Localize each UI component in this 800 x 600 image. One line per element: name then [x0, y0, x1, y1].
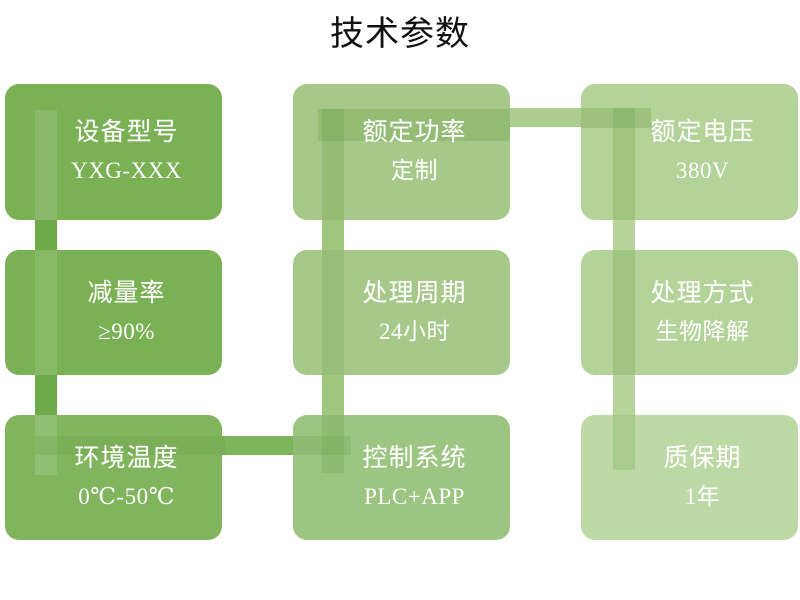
- card-label: 设备型号: [74, 119, 179, 146]
- card-value: YXG-XXX: [71, 158, 182, 183]
- card-value: ≥90%: [98, 318, 155, 344]
- card-label: 环境温度: [74, 444, 179, 472]
- card-treatment-cycle[interactable]: 处理周期 24小时: [293, 250, 510, 375]
- connector-row3-col1-col2: [210, 436, 305, 455]
- card-device-model[interactable]: 设备型号 YXG-XXX: [5, 84, 222, 220]
- card-label: 减量率: [87, 279, 166, 307]
- card-value: 380V: [675, 158, 730, 183]
- card-value: 0℃-50℃: [78, 483, 175, 509]
- card-value: 24小时: [379, 318, 450, 344]
- card-value: 生物降解: [655, 318, 750, 344]
- card-warranty-period[interactable]: 质保期 1年: [581, 415, 798, 540]
- connector-row1-col2-col3: [500, 108, 595, 127]
- card-label: 处理周期: [362, 279, 467, 307]
- card-treatment-method[interactable]: 处理方式 生物降解: [581, 250, 798, 375]
- card-rated-power[interactable]: 额定功率 定制: [293, 84, 510, 220]
- card-label: 处理方式: [650, 279, 755, 307]
- card-value: PLC+APP: [364, 483, 465, 509]
- card-rated-voltage[interactable]: 额定电压 380V: [581, 84, 798, 220]
- connector-col1-row2-row3: [35, 360, 57, 422]
- connector-col2-row2-row3: [322, 360, 344, 422]
- card-label: 额定电压: [650, 119, 755, 146]
- card-label: 控制系统: [362, 444, 467, 472]
- card-label: 质保期: [663, 444, 742, 472]
- page-title: 技术参数: [330, 15, 470, 53]
- card-control-system[interactable]: 控制系统 PLC+APP: [293, 415, 510, 540]
- card-ambient-temp[interactable]: 环境温度 0℃-50℃: [5, 415, 225, 540]
- card-value: 1年: [684, 483, 721, 509]
- card-reduction-rate[interactable]: 减量率 ≥90%: [5, 250, 222, 375]
- card-label: 额定功率: [362, 119, 467, 146]
- card-value: 定制: [391, 158, 438, 183]
- connector-col3-row2-row3: [613, 360, 635, 422]
